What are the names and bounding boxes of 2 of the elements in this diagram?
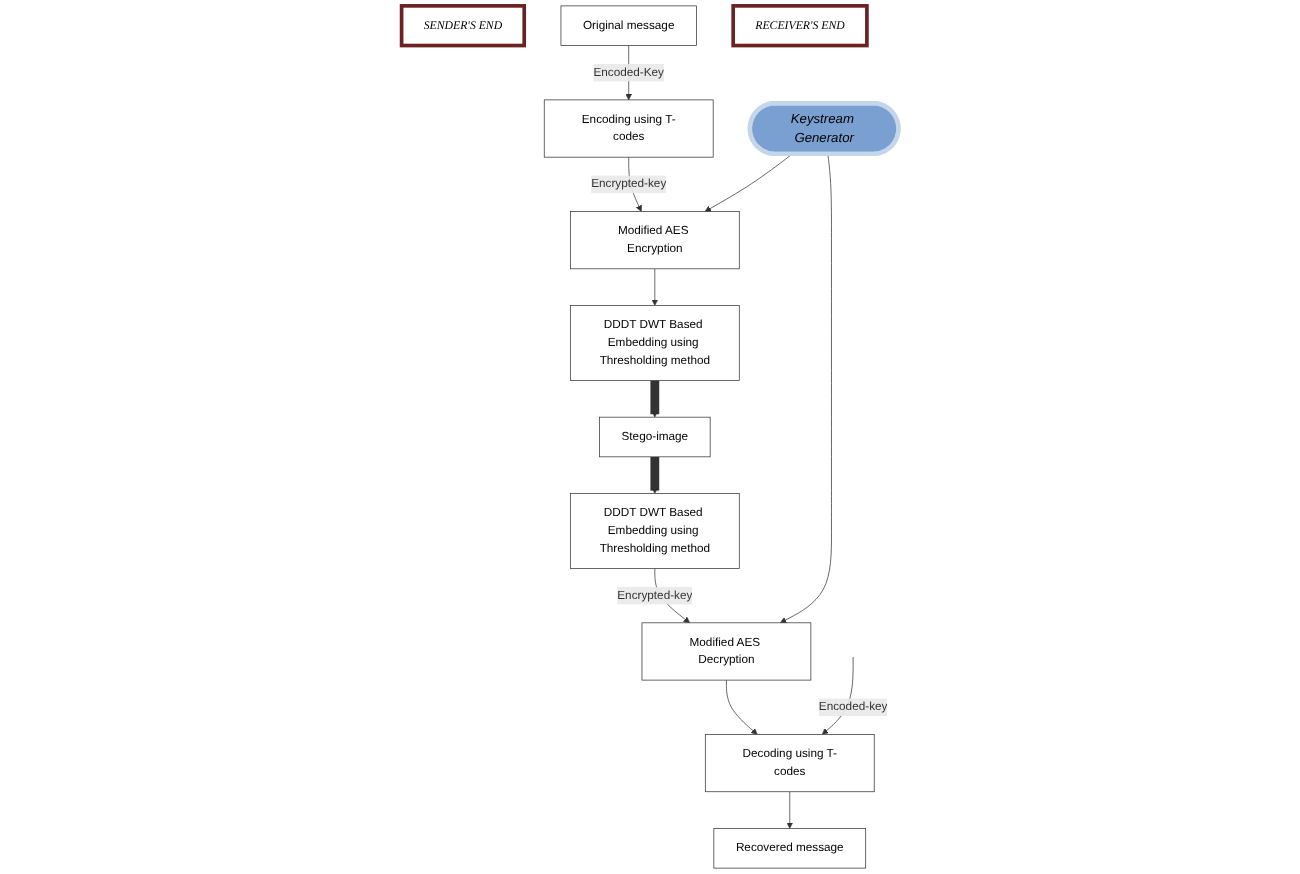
arrow (650, 455, 660, 494)
arrow (650, 379, 660, 418)
